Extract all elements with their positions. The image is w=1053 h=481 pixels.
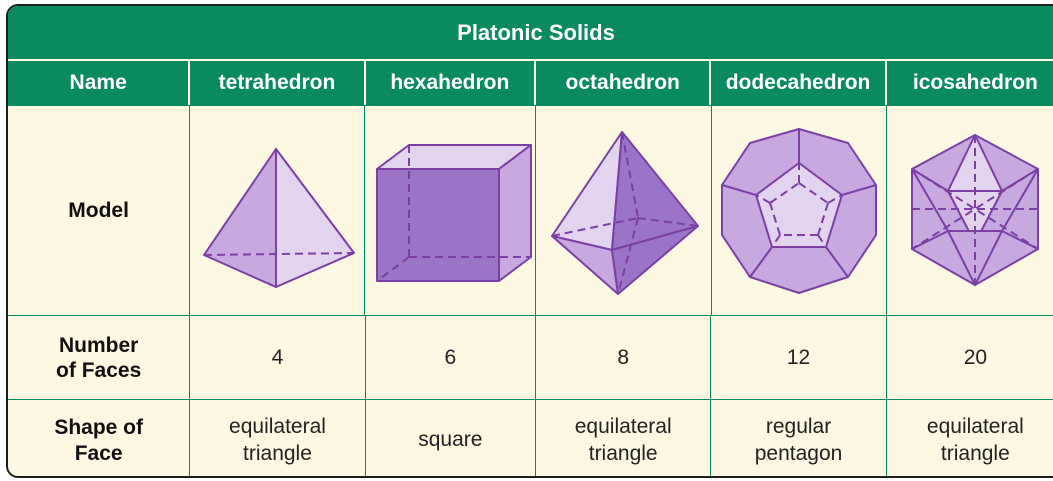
table-title: Platonic Solids [8,6,1053,61]
octahedron-icon [551,131,700,295]
tetrahedron-icon [203,148,356,288]
shape-label-line1: Shape of [54,416,143,440]
model-label: Model [8,106,191,316]
header-hexahedron: hexahedron [365,61,537,105]
tetrahedron-model [190,106,366,316]
faces-octahedron: 8 [536,316,712,400]
icosahedron-icon [911,134,1040,286]
faces-label-line2: of Faces [56,359,142,382]
header-octahedron: octahedron [536,61,712,105]
header-icosahedron: icosahedron [886,61,1053,105]
hexahedron-model [365,106,537,316]
icosahedron-model [887,106,1053,316]
header-name: Name [8,61,191,105]
shape-hexahedron: square [366,400,537,476]
faces-icosahedron: 20 [963,345,988,369]
faces-dodecahedron: 12 [711,316,887,400]
faces-label-line1: Number [58,333,139,357]
dodecahedron-icon [720,128,877,294]
faces-hexahedron: 6 [366,316,537,400]
header-tetrahedron: tetrahedron [190,61,366,105]
faces-tetrahedron: 4 [190,316,366,400]
model-row: Model [8,105,1053,316]
shape-label-line2: Face [74,441,123,465]
header-dodecahedron: dodecahedron [711,61,887,105]
platonic-solids-table: Platonic Solids Name tetrahedron hexahed… [6,4,1053,478]
hexahedron-icon [376,144,533,282]
octahedron-model [536,106,712,316]
dodecahedron-model [712,106,887,316]
header-row: Name tetrahedron hexahedron octahedron d… [8,61,1053,105]
